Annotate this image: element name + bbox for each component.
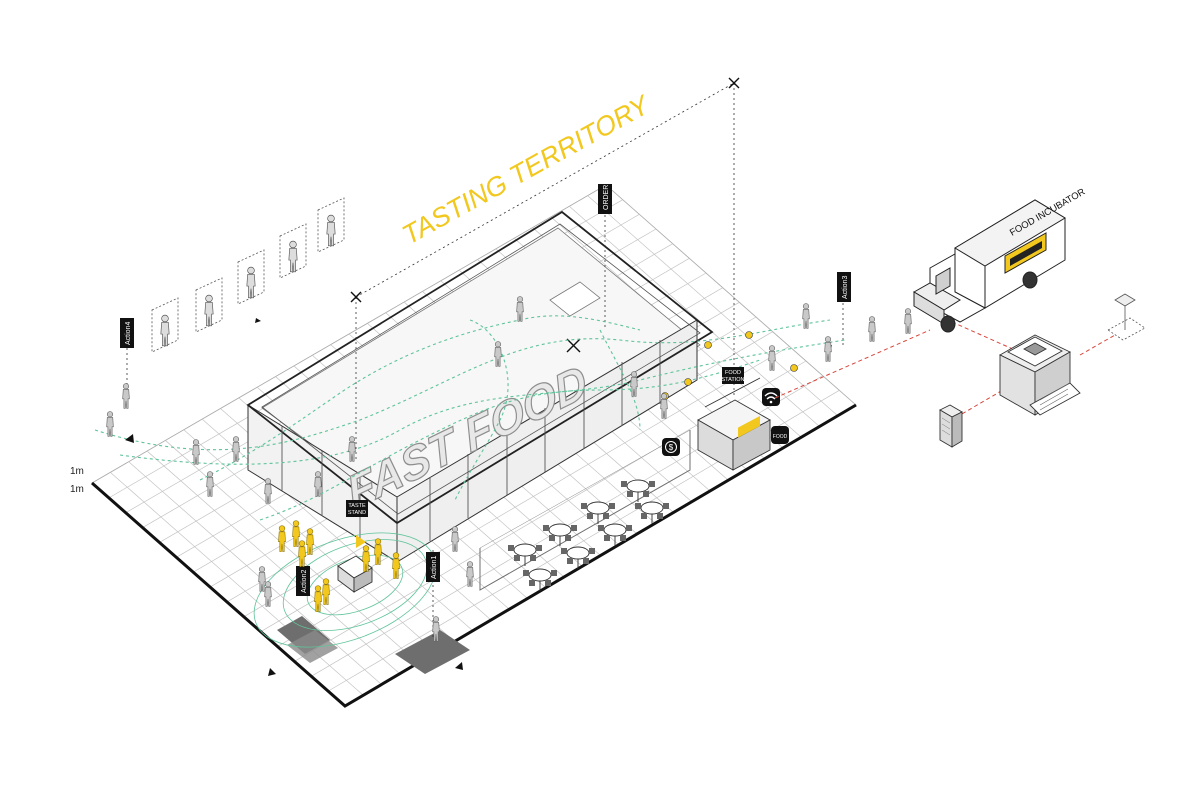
tag-action3: Action3 xyxy=(837,272,851,302)
persona-frames xyxy=(151,197,345,353)
service-lines xyxy=(774,321,1116,419)
paving-squares xyxy=(277,616,470,674)
svg-text:ORDER: ORDER xyxy=(603,185,610,210)
tag-food-station: FOOD STATION xyxy=(721,367,745,384)
svg-text:STATION: STATION xyxy=(721,377,744,383)
taste-stand xyxy=(337,535,373,593)
table-icon xyxy=(508,479,669,591)
scale-label-horizontal: 1m xyxy=(70,484,84,495)
wifi-icon xyxy=(762,388,780,406)
sign-stand xyxy=(1107,293,1146,341)
circulation-paths xyxy=(94,315,846,521)
tag-order: ORDER xyxy=(598,184,612,214)
scale-label-vertical: 1m xyxy=(70,466,84,477)
tag-action1: Action1 xyxy=(426,552,440,582)
tag-action2: Action2 xyxy=(296,566,310,596)
food-icon: FOOD xyxy=(771,426,789,444)
seating-area xyxy=(479,429,691,591)
svg-text:Action1: Action1 xyxy=(431,556,438,579)
vending-module xyxy=(939,404,963,448)
food-station xyxy=(697,377,771,471)
dollar-icon: $ xyxy=(662,438,680,456)
svg-text:STAND: STAND xyxy=(348,510,366,516)
tag-action4: Action4 xyxy=(120,318,134,348)
svg-text:Action2: Action2 xyxy=(301,570,308,593)
svg-text:$: $ xyxy=(669,443,674,452)
kiosk-icon xyxy=(999,334,1081,416)
tag-taste-stand: TASTE STAND xyxy=(346,500,368,517)
svg-text:TASTE: TASTE xyxy=(348,503,366,509)
cross-markers xyxy=(350,77,740,353)
svg-text:Action4: Action4 xyxy=(125,322,132,345)
svg-text:FOOD: FOOD xyxy=(725,370,741,376)
food-incubator-truck: FOOD INCUBATOR xyxy=(913,186,1087,333)
svg-text:FOOD: FOOD xyxy=(773,434,788,440)
svg-text:Action3: Action3 xyxy=(842,276,849,299)
